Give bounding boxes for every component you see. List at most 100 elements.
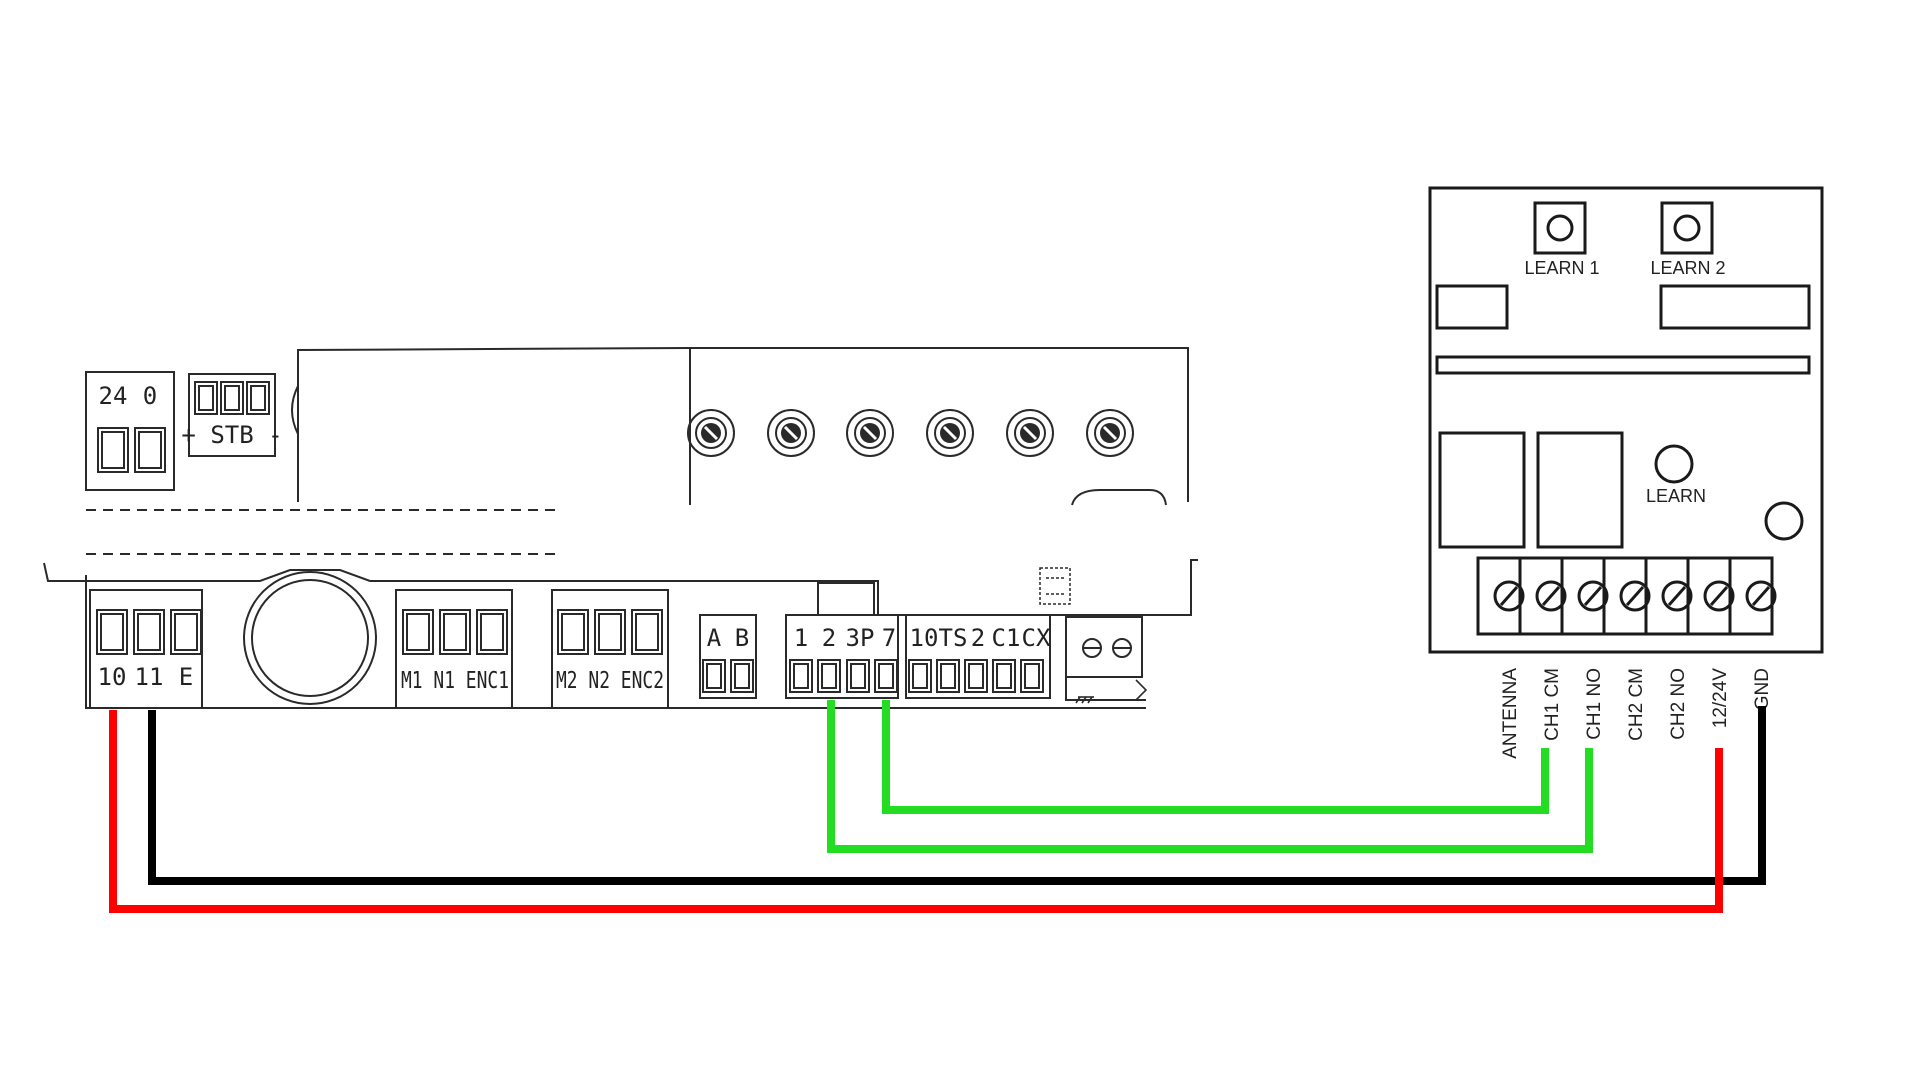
input-terminal-4 xyxy=(874,659,898,693)
learn1-label: LEARN 1 xyxy=(1524,258,1599,278)
learn2-button xyxy=(1660,201,1714,255)
output-terminal-3 xyxy=(170,609,202,655)
trimmer-potentiometer-icon xyxy=(1006,409,1054,457)
upper-housing xyxy=(297,347,1189,502)
safety-terminal-1 xyxy=(908,659,932,693)
receiver-screw-5 xyxy=(1661,580,1693,612)
receiver-terminal-labels: ANTENNA CH1 CM CH1 NO CH2 CM CH2 NO 12/24V GND xyxy=(1500,668,1773,759)
motor1-label: M1 N1 ENC1 xyxy=(401,668,509,694)
power-terminal-1-inner xyxy=(101,431,125,469)
ground-icon xyxy=(1075,679,1148,704)
trimmer-potentiometer-icon xyxy=(1086,409,1134,457)
receiver-screw-slot-4 xyxy=(1625,586,1645,606)
receiver-screw-slot-5 xyxy=(1667,586,1687,606)
input-terminal-2 xyxy=(817,659,841,693)
wire-signal-7-to-ch1cm xyxy=(882,700,1549,814)
power-block-frame xyxy=(85,371,175,491)
input-terminal-2-inner xyxy=(821,663,837,689)
safety-terminal-4-inner xyxy=(996,663,1012,689)
motor2-terminal-3 xyxy=(631,609,663,655)
stb-terminal-2 xyxy=(220,381,244,415)
learn2-label: LEARN 2 xyxy=(1650,258,1725,278)
safety-terminal-2-inner xyxy=(940,663,956,689)
receiver-screw-2 xyxy=(1535,580,1567,612)
receiver-terminal-label: ANTENNA xyxy=(1500,668,1521,759)
receiver-terminal-label: CH2 CM xyxy=(1626,668,1647,741)
stb-terminal-3-inner xyxy=(250,385,266,411)
stb-terminal-1-inner xyxy=(198,385,214,411)
controller-body-outline xyxy=(85,575,1146,709)
trimmer-potentiometer-icon xyxy=(687,409,735,457)
receiver-screw-4 xyxy=(1619,580,1651,612)
motor1-terminal-1-inner xyxy=(406,613,430,651)
motor1-block-frame xyxy=(395,589,513,709)
housing-side xyxy=(291,385,299,435)
receiver-terminal-label: CH1 NO xyxy=(1584,668,1605,740)
safety-block-frame xyxy=(905,614,1051,699)
safety-terminal-2 xyxy=(936,659,960,693)
wire-signal-3p-to-ch1no xyxy=(827,700,1593,853)
connector-stub xyxy=(817,582,875,616)
ground-block-base xyxy=(1065,677,1146,701)
receiver-terminal-label: GND xyxy=(1752,668,1773,710)
trimmer-potentiometer-icon xyxy=(846,409,894,457)
motor1-terminal-3-inner xyxy=(480,613,504,651)
output-label-11: 11 xyxy=(135,663,164,691)
motor1-terminal-1 xyxy=(402,609,434,655)
motor2-terminal-1 xyxy=(557,609,589,655)
terminal-screws xyxy=(96,381,1044,693)
safety-terminal-4 xyxy=(992,659,1016,693)
input-label-2: 2 xyxy=(822,624,836,652)
output-label-10: 10 xyxy=(98,663,127,691)
receiver-terminal-label: 12/24V xyxy=(1710,668,1731,729)
safety-label-ts: TS xyxy=(939,624,968,652)
learn1-button-cap xyxy=(1546,214,1574,242)
safety-label-10: 10 xyxy=(910,624,939,652)
motor2-terminal-2-inner xyxy=(598,613,622,651)
controller-top-rail xyxy=(43,559,1198,616)
motor2-terminal-1-inner xyxy=(561,613,585,651)
power-terminal-2-inner xyxy=(138,431,162,469)
input-label-1: 1 xyxy=(794,624,808,652)
status-led xyxy=(1764,501,1804,541)
trimmer-potentiometer-icon xyxy=(926,409,974,457)
receiver-screw-slot-6 xyxy=(1709,586,1729,606)
receiver-chip-right xyxy=(1659,284,1811,330)
safety-label-2: 2 xyxy=(971,624,985,652)
stb-block-frame xyxy=(188,373,276,457)
receiver-housing xyxy=(1428,186,1824,654)
input-label-7: 7 xyxy=(882,624,896,652)
input-terminal-4-inner xyxy=(878,663,894,689)
output-terminal-1-inner xyxy=(100,613,124,651)
trimmer-potentiometer-icon xyxy=(767,409,815,457)
buzzer-circle xyxy=(243,571,377,705)
ab-terminal-2 xyxy=(730,659,754,693)
receiver-strip xyxy=(1435,355,1811,375)
relay-2 xyxy=(1536,431,1624,549)
ab-terminal-1-inner xyxy=(706,663,722,689)
stb-terminal-3 xyxy=(246,381,270,415)
receiver-screw-7 xyxy=(1745,580,1777,612)
motor1-terminal-2 xyxy=(439,609,471,655)
controller-board xyxy=(43,347,1198,709)
ground-screw-2 xyxy=(1112,638,1132,658)
learn-label: LEARN xyxy=(1646,486,1706,506)
controller-labels: 24 0 + STB - 10 11 E M1 N1 ENC1 M2 N2 EN… xyxy=(98,382,1051,694)
motor2-block-frame xyxy=(551,589,669,709)
receiver-terminal-label: CH1 CM xyxy=(1542,668,1563,741)
input-terminal-1-inner xyxy=(793,663,809,689)
safety-terminal-5-inner xyxy=(1024,663,1040,689)
jumper-icon xyxy=(1039,567,1071,605)
safety-label-c1: C1 xyxy=(992,624,1021,652)
power-label-0: 0 xyxy=(143,382,157,410)
buzzer-inner xyxy=(251,579,369,697)
motor2-terminal-3-inner xyxy=(635,613,659,651)
learn-led xyxy=(1654,444,1694,484)
motor1-terminal-3 xyxy=(476,609,508,655)
receiver-terminal-label: CH2 NO xyxy=(1668,668,1689,740)
power-terminal-1 xyxy=(97,427,129,473)
receiver-screw-slot-7 xyxy=(1751,586,1771,606)
receiver-terminal-block xyxy=(1476,556,1774,636)
ab-label-a: A xyxy=(707,624,722,652)
